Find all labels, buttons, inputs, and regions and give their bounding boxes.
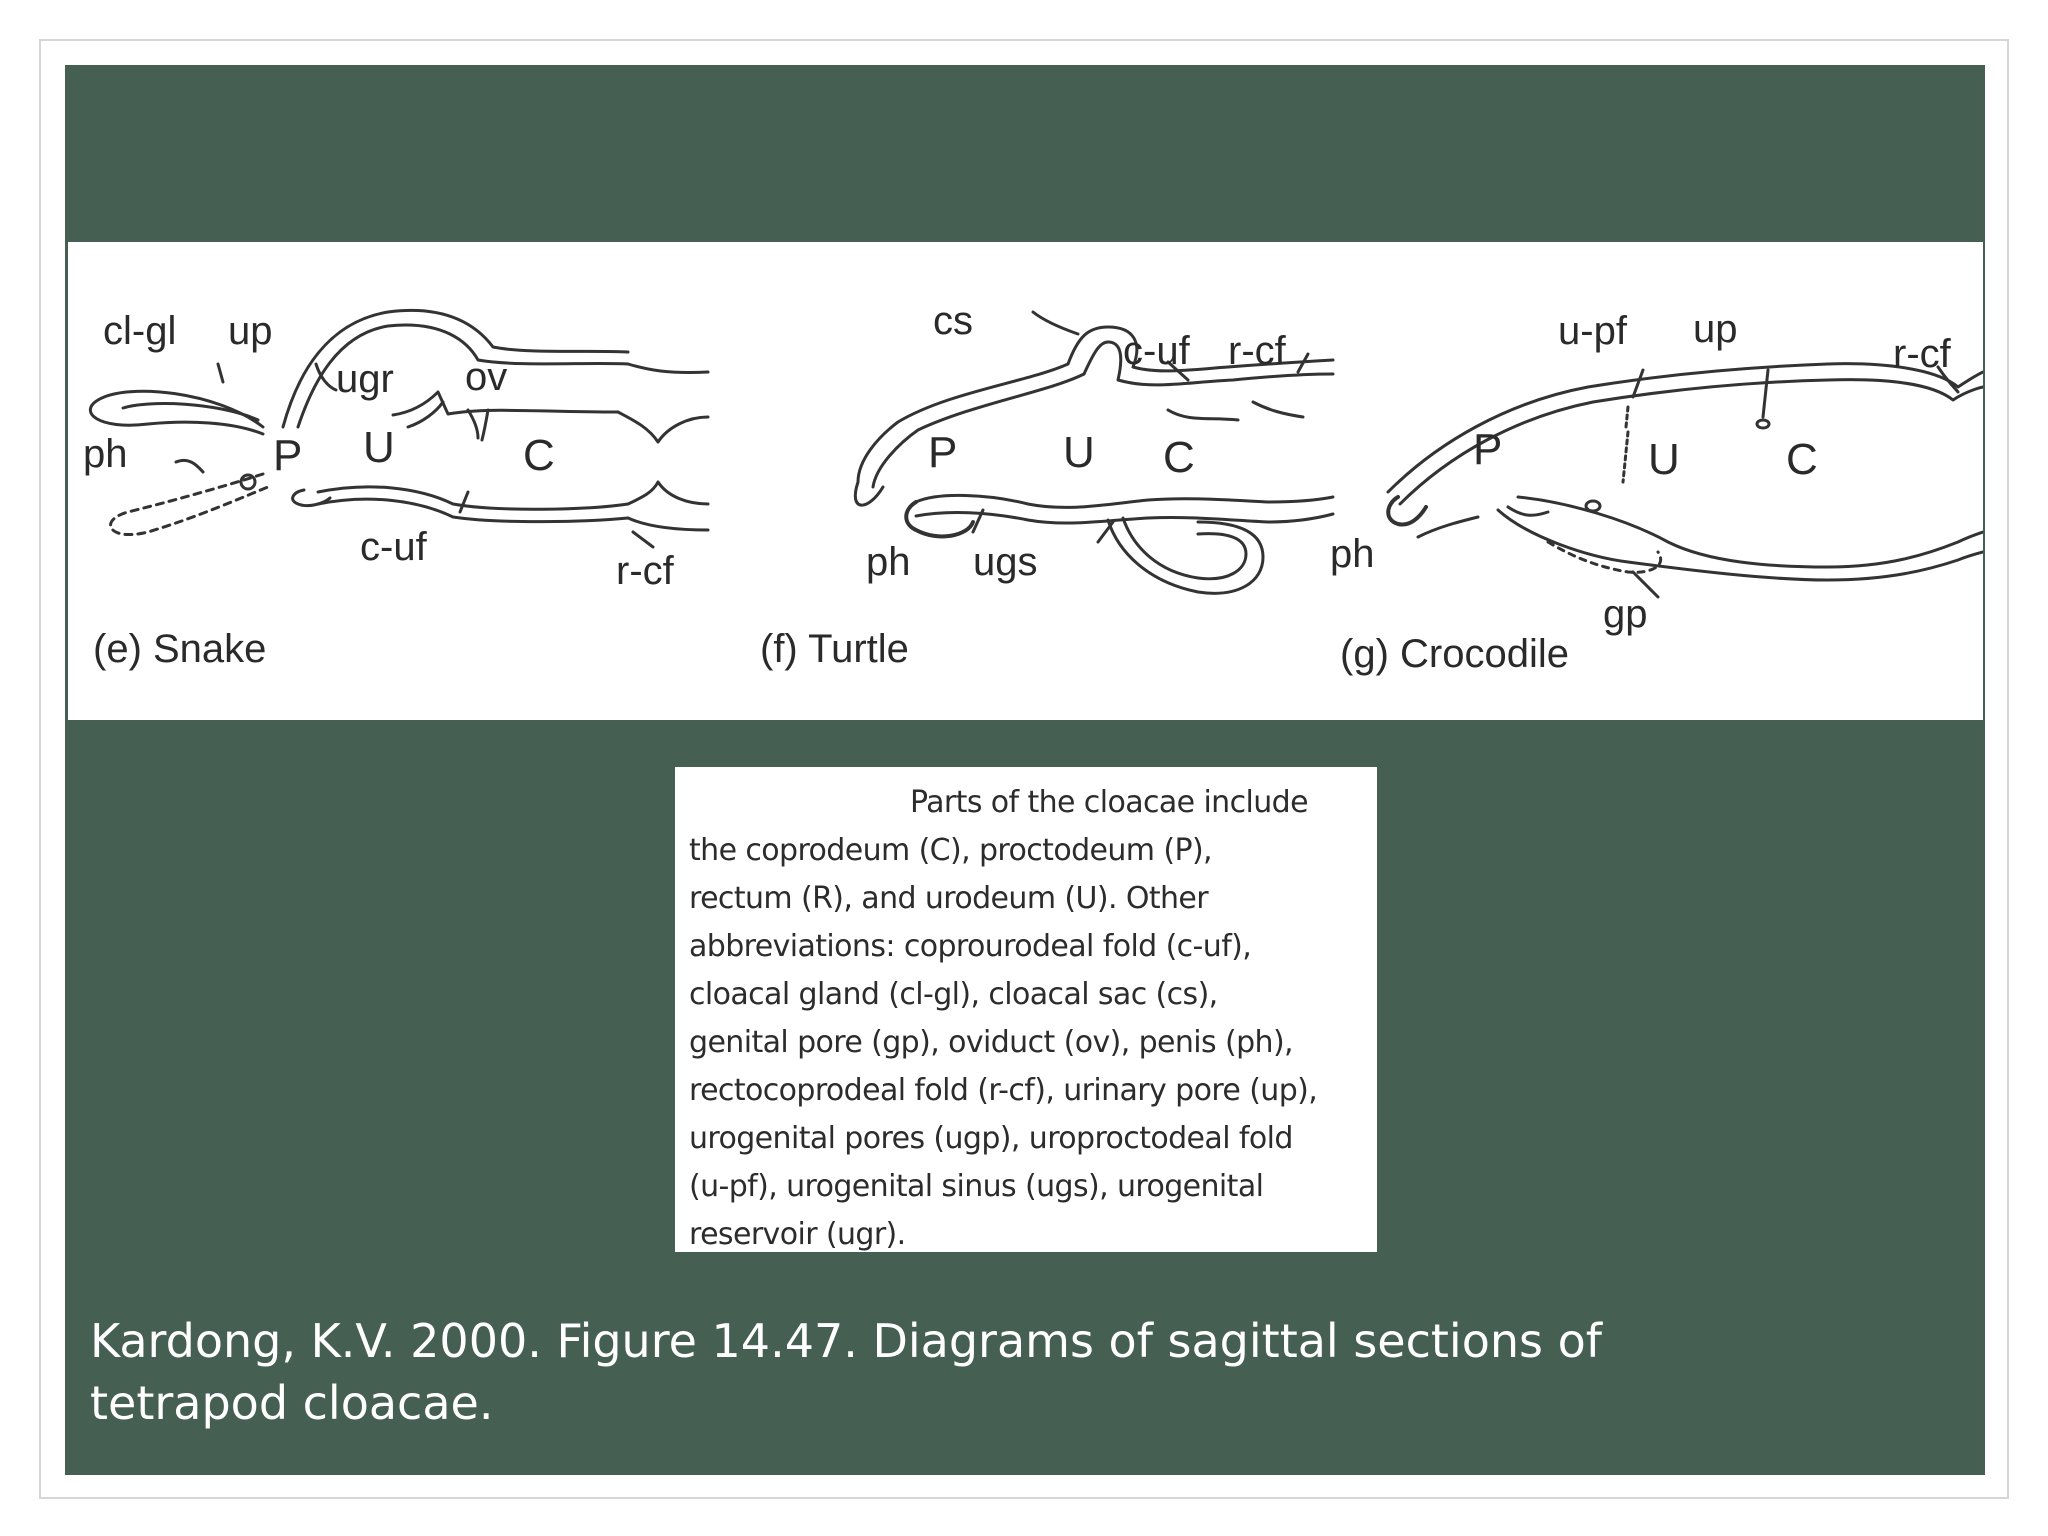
label-r-cf-croc: r-cf — [1893, 332, 1952, 376]
label-ugr: ugr — [336, 357, 394, 401]
label-C-croc: C — [1786, 435, 1818, 484]
crocodile-diagram — [1386, 362, 1983, 599]
caption-crocodile: (g) Crocodile — [1340, 632, 1569, 676]
legend-line: reservoir (ugr). — [689, 1217, 906, 1252]
label-ugs: ugs — [973, 540, 1038, 584]
label-cl-gl: cl-gl — [103, 309, 176, 353]
label-C: C — [523, 431, 555, 480]
legend-line: rectocoprodeal fold (r-cf), urinary pore… — [689, 1073, 1318, 1108]
label-P-croc: P — [1473, 425, 1502, 474]
cloacae-figure: cl-gl up ugr ov ph P U C c-uf r-cf (e) S… — [68, 242, 1983, 720]
credit-line-1: Kardong, K.V. 2000. Figure 14.47. Diagra… — [90, 1314, 1602, 1368]
label-gp: gp — [1603, 592, 1648, 636]
label-ov: ov — [465, 355, 507, 399]
label-r-cf: r-cf — [616, 549, 675, 593]
credit-line-2: tetrapod cloacae. — [90, 1376, 494, 1430]
legend-line: rectum (R), and urodeum (U). Other — [689, 881, 1209, 916]
label-U-croc: U — [1648, 435, 1680, 484]
label-U: U — [363, 423, 395, 472]
legend-line: the coprodeum (C), proctodeum (P), — [689, 833, 1213, 868]
turtle-diagram — [853, 310, 1335, 595]
snake-diagram — [88, 308, 710, 549]
label-ph-croc: ph — [1330, 532, 1375, 576]
label-cs: cs — [933, 299, 973, 343]
label-r-cf-turtle: r-cf — [1228, 329, 1287, 373]
label-C-turtle: C — [1163, 433, 1195, 482]
cloacae-diagram: cl-gl up ugr ov ph P U C c-uf r-cf (e) S… — [83, 299, 1983, 676]
legend-line: cloacal gland (cl-gl), cloacal sac (cs), — [689, 977, 1218, 1012]
label-ph-turtle: ph — [866, 540, 911, 584]
legend-line: Parts of the cloacae include — [910, 785, 1309, 820]
label-u-pf: u-pf — [1558, 309, 1628, 353]
legend-line: genital pore (gp), oviduct (ov), penis (… — [689, 1025, 1294, 1060]
legend-line: urogenital pores (ugp), uroproctodeal fo… — [689, 1121, 1293, 1156]
legend-line: abbreviations: coprourodeal fold (c-uf), — [689, 929, 1252, 964]
label-c-uf: c-uf — [360, 525, 428, 569]
label-up-croc: up — [1693, 307, 1738, 351]
label-U-turtle: U — [1063, 428, 1095, 477]
caption-snake: (e) Snake — [93, 627, 266, 671]
label-P-turtle: P — [928, 428, 957, 477]
label-ph: ph — [83, 432, 128, 476]
label-P: P — [273, 431, 302, 480]
abbreviation-legend: Parts of the cloacae include the coprode… — [675, 767, 1377, 1252]
figure-credit: Kardong, K.V. 2000. Figure 14.47. Diagra… — [90, 1310, 1790, 1434]
label-up: up — [228, 309, 273, 353]
label-c-uf-turtle: c-uf — [1123, 329, 1191, 373]
legend-line: (u-pf), urogenital sinus (ugs), urogenit… — [689, 1169, 1264, 1204]
caption-turtle: (f) Turtle — [760, 627, 909, 671]
